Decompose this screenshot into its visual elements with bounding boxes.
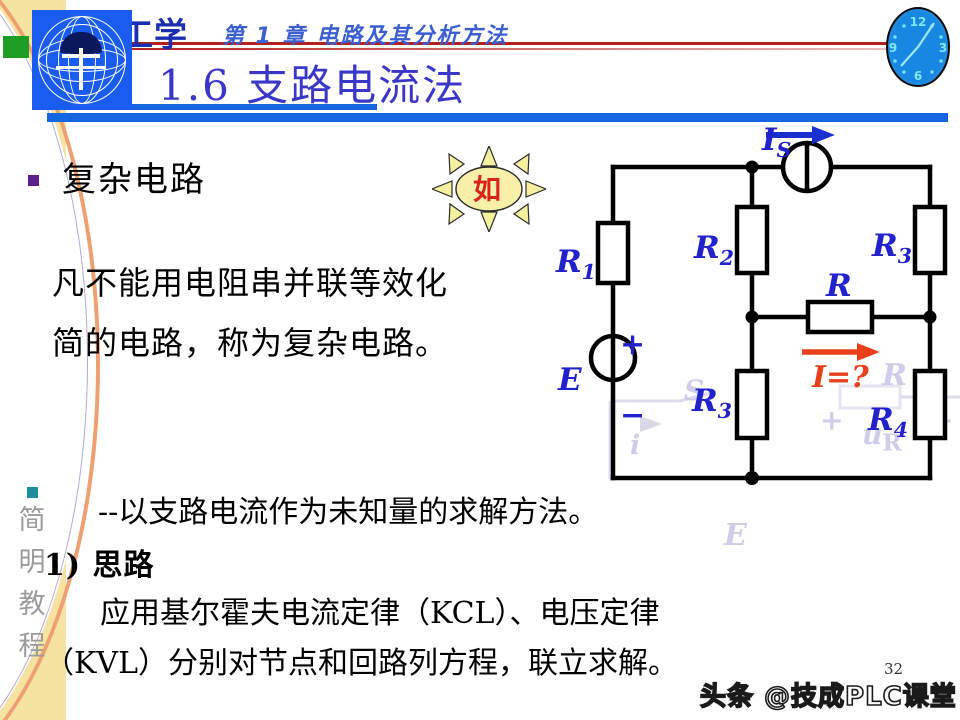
watermark: 头条 @技成PLC课堂: [699, 681, 957, 713]
svg-text:3: 3: [939, 41, 947, 55]
sidebar-arc-violet: [0, 0, 88, 720]
ghost-label-i: i: [630, 430, 641, 461]
page-title: 1.6 支路电流法: [158, 61, 467, 110]
sidebar-char-2: 明: [18, 547, 46, 578]
sidebar-arc-orange: [0, 0, 100, 720]
label-unknown-current: I=?: [812, 360, 869, 395]
header-rule-primary: [120, 42, 948, 45]
resistor-R3-top: [912, 204, 948, 276]
ghost-label-S: S: [684, 374, 705, 407]
sidebar-char-1: 简: [18, 505, 46, 536]
resistor-R3-bottom: [734, 368, 770, 441]
unknown-current-arrow: [802, 343, 880, 361]
svg-text:6: 6: [914, 69, 922, 83]
complex-circuit-heading: 复杂电路: [62, 160, 206, 200]
apply-line-1: 应用基尔霍夫电流定律（KCL）、电压定律: [100, 596, 660, 631]
sidebar-vertical-label: 简 明 教 程: [12, 500, 52, 668]
sidebar-char-4: 程: [18, 631, 46, 662]
sidebar-char-3: 教: [18, 589, 46, 620]
list-item-number: 1) 思路: [44, 548, 155, 583]
current-source-Is: [780, 140, 834, 194]
ghost-label-uR: uR: [862, 418, 902, 457]
label-E: E: [558, 362, 582, 398]
label-R3-top: R3: [872, 228, 912, 269]
page-number: 32: [884, 660, 904, 678]
circuit-diagram: [588, 126, 948, 485]
definition-line-1: 凡不能用电阻串并联等效化: [52, 264, 449, 302]
label-polarity-plus: +: [620, 327, 646, 362]
svg-text:9: 9: [889, 41, 897, 55]
resistor-R2: [734, 204, 770, 276]
header-blue-bar-short: [47, 104, 377, 110]
voltage-source-E: [588, 333, 638, 383]
label-R1: R1: [556, 244, 596, 285]
label-R: R: [826, 268, 852, 304]
green-square-marker: [3, 36, 29, 58]
chapter-title: 第 1 章 电路及其分析方法: [222, 24, 509, 49]
apply-line-2: （KVL）分别对节点和回路列方程，联立求解。: [44, 646, 678, 681]
header-blue-bar: [47, 113, 948, 122]
label-R4: R4: [868, 402, 908, 443]
sunburst-badge-icon: [432, 146, 546, 232]
sunburst-badge-label: 如: [472, 173, 501, 206]
ghost-label-R: R: [882, 358, 907, 393]
header-rule-secondary: [120, 48, 948, 50]
label-R2: R2: [694, 230, 734, 271]
definition-line-2: 简的电路，称为复杂电路。: [52, 324, 449, 362]
source-current-arrow: [766, 126, 835, 144]
bullet-square-teal-icon: [27, 487, 38, 498]
clock-icon: 12 3 6 9: [886, 7, 950, 87]
label-R3-bottom: R3: [692, 383, 732, 424]
svg-text:12: 12: [910, 15, 927, 29]
resistor-R1: [595, 220, 631, 286]
label-polarity-minus: −: [620, 398, 646, 433]
resistor-R: [805, 299, 875, 335]
resistor-R4: [912, 368, 948, 441]
university-emblem-icon: [32, 10, 132, 110]
ghost-label-E: E: [724, 518, 747, 553]
circuit-nodes: [745, 160, 937, 485]
ghost-label-plus: +: [820, 404, 844, 437]
label-Is: IS: [762, 122, 792, 163]
bullet-square-purple-icon: [28, 175, 39, 186]
method-definition-line: --以支路电流作为未知量的求解方法。: [98, 495, 599, 530]
